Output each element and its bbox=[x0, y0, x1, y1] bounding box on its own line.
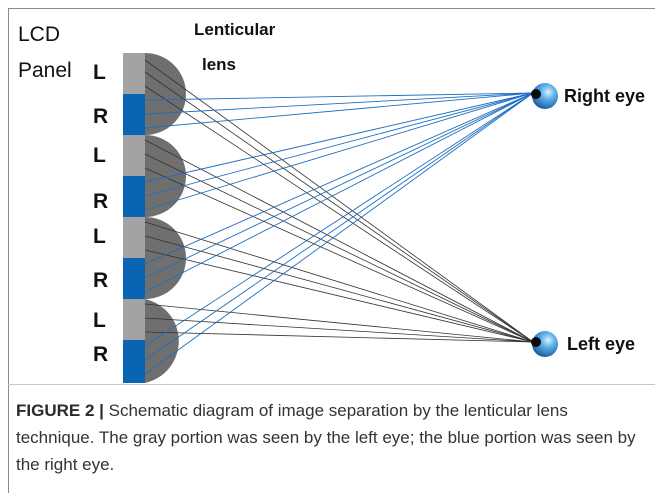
ray-gray-9 bbox=[144, 249, 534, 343]
left-eye-icon bbox=[531, 331, 558, 357]
lcd-panel-label-line1: LCD bbox=[18, 23, 60, 46]
pixel-label-l4: L bbox=[93, 309, 106, 332]
pixel-right-1 bbox=[123, 94, 145, 135]
right-eye-label: Right eye bbox=[564, 86, 645, 106]
ray-lines bbox=[144, 59, 534, 375]
pixel-label-r3: R bbox=[93, 269, 108, 292]
ray-gray-2 bbox=[144, 71, 534, 343]
caption-divider bbox=[8, 384, 655, 385]
ray-gray-3 bbox=[144, 85, 534, 343]
lens-1 bbox=[145, 53, 186, 135]
lens-3 bbox=[145, 217, 186, 299]
lens-2 bbox=[145, 135, 186, 217]
pixel-label-l2: L bbox=[93, 144, 106, 167]
pixel-labels: L R L R L R L R bbox=[93, 61, 108, 366]
pixel-label-l3: L bbox=[93, 225, 106, 248]
lcd-panel-label-line2: Panel bbox=[18, 59, 72, 82]
ray-gray-6 bbox=[144, 167, 534, 343]
ray-gray-7 bbox=[144, 221, 534, 343]
ray-gray-10 bbox=[144, 303, 534, 343]
pixel-label-l1: L bbox=[93, 61, 106, 84]
ray-blue-1 bbox=[144, 92, 534, 101]
ray-blue-10 bbox=[144, 92, 534, 347]
frame-top-border bbox=[8, 8, 655, 9]
ray-gray-1 bbox=[144, 59, 534, 343]
right-eye-icon bbox=[531, 83, 558, 109]
lens-label-line2: lens bbox=[202, 55, 236, 74]
ray-gray-11 bbox=[144, 317, 534, 343]
ray-blue-7 bbox=[144, 92, 534, 265]
pixel-right-4 bbox=[123, 340, 145, 383]
pixel-label-r1: R bbox=[93, 105, 108, 128]
lenticular-diagram: LCD Panel Lenticular lens L R L R L R L … bbox=[18, 20, 645, 383]
pixel-left-2 bbox=[123, 135, 145, 176]
pixel-label-r2: R bbox=[93, 190, 108, 213]
figure-label: FIGURE 2 | bbox=[16, 401, 104, 420]
ray-gray-12 bbox=[144, 331, 534, 343]
figure-caption-text: Schematic diagram of image separation by… bbox=[16, 401, 636, 474]
lens-4 bbox=[145, 299, 179, 383]
ray-gray-4 bbox=[144, 139, 534, 343]
ray-blue-4 bbox=[144, 92, 534, 183]
ray-gray-8 bbox=[144, 235, 534, 343]
pixel-left-3 bbox=[123, 217, 145, 258]
pixel-left-4 bbox=[123, 299, 145, 340]
pixel-label-r4: R bbox=[93, 343, 108, 366]
lens-label-line1: Lenticular bbox=[194, 20, 276, 39]
ray-blue-3 bbox=[144, 92, 534, 129]
pixel-right-3 bbox=[123, 258, 145, 299]
lenticular-lenses bbox=[145, 53, 186, 383]
ray-blue-12 bbox=[144, 92, 534, 375]
lcd-pixel-column bbox=[123, 53, 145, 383]
ray-gray-5 bbox=[144, 153, 534, 343]
ray-blue-8 bbox=[144, 92, 534, 279]
ray-blue-2 bbox=[144, 92, 534, 115]
left-eye-label: Left eye bbox=[567, 334, 635, 354]
ray-blue-5 bbox=[144, 92, 534, 197]
ray-blue-6 bbox=[144, 92, 534, 211]
pixel-left-1 bbox=[123, 53, 145, 94]
ray-blue-9 bbox=[144, 92, 534, 293]
frame-left-border bbox=[8, 8, 9, 493]
figure-caption: FIGURE 2 | Schematic diagram of image se… bbox=[16, 397, 636, 478]
pixel-right-2 bbox=[123, 176, 145, 217]
ray-blue-11 bbox=[144, 92, 534, 361]
